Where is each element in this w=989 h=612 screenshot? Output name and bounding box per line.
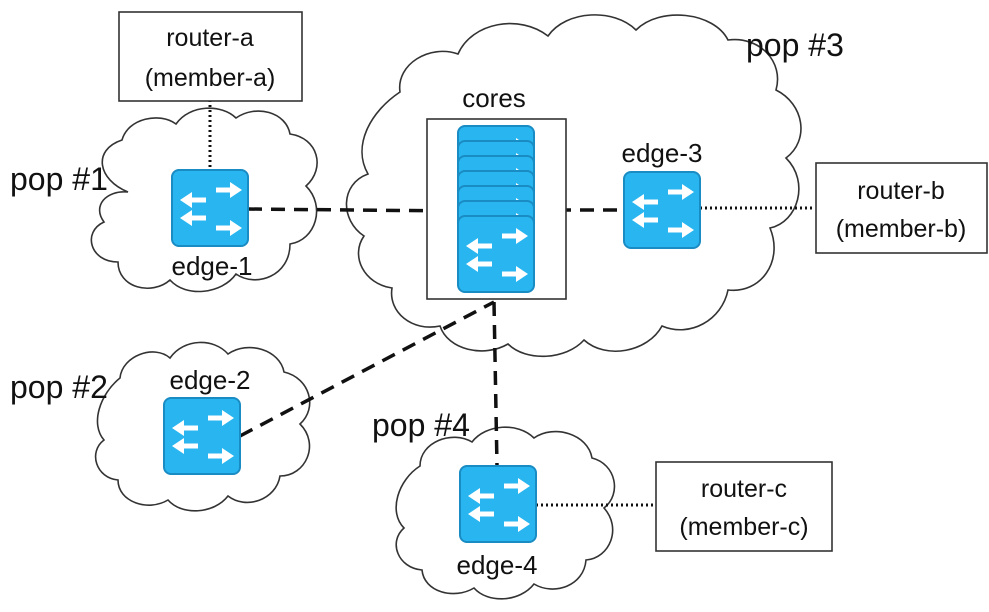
router-a-name: router-a <box>166 24 254 52</box>
pop3-label: pop #3 <box>746 27 844 63</box>
router-c-name: router-c <box>701 475 787 503</box>
router-a-member: (member-a) <box>145 64 276 92</box>
links <box>208 100 815 507</box>
router-b-member: (member-b) <box>836 215 967 243</box>
link-cores-edge4 <box>492 301 499 467</box>
router-c-member: (member-c) <box>679 513 808 541</box>
pop1-label: pop #1 <box>10 161 108 197</box>
core-switch-stack <box>458 126 534 292</box>
edge4-label: edge-4 <box>457 550 538 580</box>
edge2-label: edge-2 <box>170 365 251 395</box>
edge4-switch-icon <box>460 466 536 542</box>
router-a-box <box>118 11 303 102</box>
edge1-label: edge-1 <box>172 251 253 281</box>
edge3-label: edge-3 <box>622 138 703 168</box>
edge1-switch-icon <box>172 170 248 246</box>
pop2-label: pop #2 <box>10 369 108 405</box>
cores-label: cores <box>462 83 526 113</box>
cloud-pop3 <box>345 14 802 358</box>
router-b-name: router-b <box>857 177 945 205</box>
link-edge2-cores <box>239 300 495 438</box>
router-c-box <box>655 461 833 552</box>
edge3-switch-icon <box>624 172 700 248</box>
link-edge1-cores <box>247 207 459 213</box>
router-b-box <box>815 162 988 254</box>
pop4-label: pop #4 <box>372 407 470 443</box>
edge2-switch-icon <box>164 398 240 474</box>
